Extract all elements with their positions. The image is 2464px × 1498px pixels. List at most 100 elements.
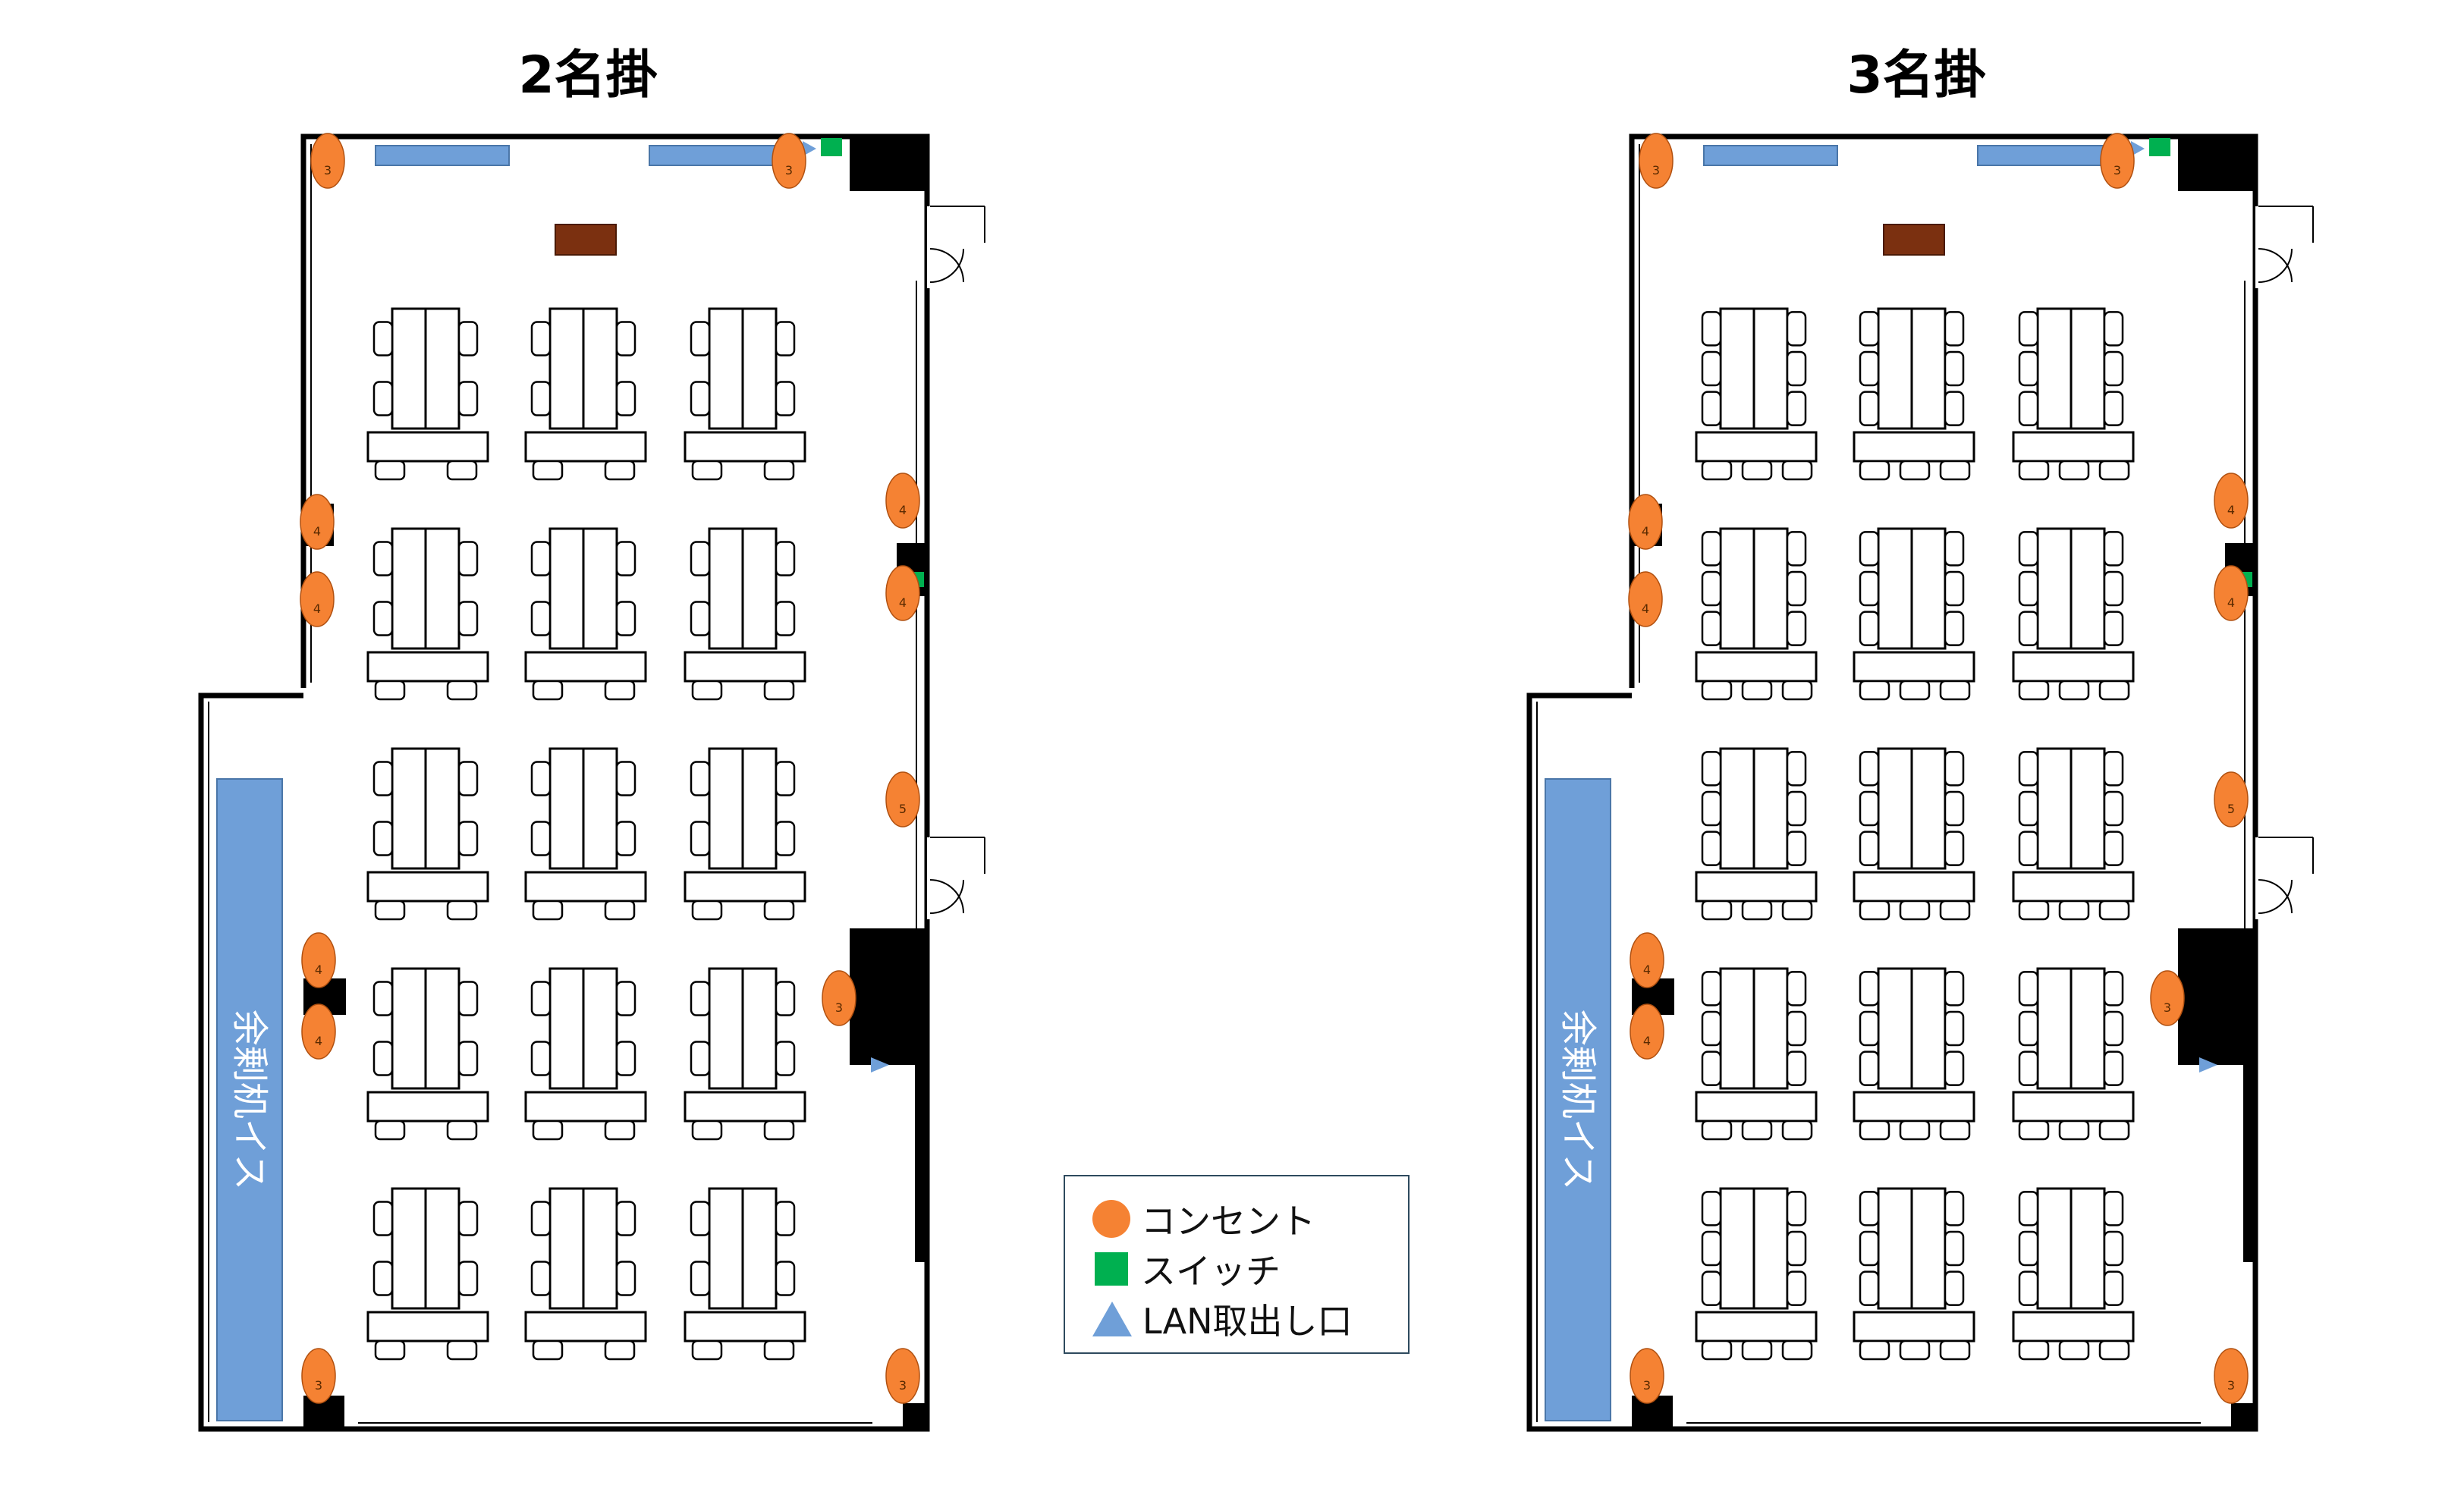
lectern xyxy=(1883,224,1945,256)
chair xyxy=(2103,971,2124,1007)
chair xyxy=(1899,1339,1931,1361)
chair xyxy=(1781,1120,1813,1141)
chair xyxy=(530,601,552,636)
chair xyxy=(1944,1191,1965,1226)
chair xyxy=(604,460,636,481)
outlet-marker: 3 xyxy=(310,133,345,189)
chair xyxy=(1944,751,1965,787)
outlet-label: 4 xyxy=(899,503,907,517)
outlet-icon xyxy=(2100,133,2135,189)
chair xyxy=(1701,311,1722,347)
chair xyxy=(775,981,796,1016)
switch-marker xyxy=(2149,138,2170,156)
chair xyxy=(1741,460,1773,481)
wall-segment xyxy=(915,1065,927,1262)
front-desk xyxy=(2012,651,2135,683)
chair xyxy=(1939,900,1971,921)
chair xyxy=(1944,790,1965,827)
legend-item-switch: スイッチ xyxy=(1092,1246,1281,1292)
front-desk xyxy=(2012,871,2135,903)
front-desk xyxy=(1695,1311,1818,1343)
outlet-label: 4 xyxy=(1643,1034,1651,1048)
outlet-label: 3 xyxy=(2227,1378,2235,1393)
outlet-marker: 4 xyxy=(301,932,336,988)
outlet-marker: 4 xyxy=(1630,1003,1664,1060)
outlet-marker: 4 xyxy=(885,473,920,529)
legend-label-switch: スイッチ xyxy=(1141,1251,1281,1292)
chair xyxy=(1859,1120,1890,1141)
outlet-icon xyxy=(885,1348,920,1404)
front-desk xyxy=(684,1091,806,1123)
chair xyxy=(1859,350,1880,387)
outlet-marker: 3 xyxy=(301,1348,336,1404)
outlet-icon xyxy=(310,133,345,189)
chair xyxy=(691,680,723,701)
outlet-icon xyxy=(1092,1200,1130,1238)
chair xyxy=(2018,1230,2039,1267)
outlet-icon xyxy=(2150,970,2185,1026)
chair xyxy=(372,321,394,356)
chair xyxy=(1701,391,1722,426)
chair xyxy=(775,761,796,796)
chair xyxy=(2103,570,2124,607)
outlet-icon xyxy=(885,771,920,828)
desk-group xyxy=(2012,1187,2135,1361)
chair xyxy=(2018,611,2039,646)
chair xyxy=(2018,391,2039,426)
chair xyxy=(1701,751,1722,787)
chair xyxy=(1786,1191,1807,1226)
chair xyxy=(374,680,406,701)
chair xyxy=(604,1120,636,1141)
chair xyxy=(1939,1120,1971,1141)
chair xyxy=(1786,1050,1807,1086)
chair xyxy=(1944,531,1965,567)
desk-group xyxy=(1695,967,1818,1141)
chair xyxy=(1786,1230,1807,1267)
chair xyxy=(1859,680,1890,701)
front-desk xyxy=(1695,651,1818,683)
chair xyxy=(2018,350,2039,387)
chair xyxy=(1781,680,1813,701)
chair xyxy=(615,1261,636,1296)
outlet-icon xyxy=(1628,494,1663,550)
outlet-icon xyxy=(1630,1348,1664,1404)
chair xyxy=(457,821,479,856)
chair xyxy=(457,761,479,796)
spare-area-label: 余剰机イス xyxy=(228,1010,271,1191)
outlet-marker: 4 xyxy=(2214,473,2249,529)
outlet-label: 3 xyxy=(2114,163,2121,177)
chair xyxy=(372,381,394,416)
chair xyxy=(457,1201,479,1236)
outlet-marker: 4 xyxy=(2214,565,2249,621)
outlet-label: 3 xyxy=(835,1000,843,1015)
outlet-icon xyxy=(885,473,920,529)
outlet-label: 4 xyxy=(2227,595,2235,610)
chair xyxy=(1859,1191,1880,1226)
door-swing xyxy=(929,248,964,283)
outlet-marker: 4 xyxy=(300,571,335,627)
chair xyxy=(604,900,636,921)
outlet-label: 4 xyxy=(315,1034,322,1048)
chair xyxy=(2058,460,2090,481)
chair xyxy=(532,900,564,921)
desk-group xyxy=(366,1187,489,1361)
chair xyxy=(1701,1191,1722,1226)
chair xyxy=(446,900,478,921)
chair xyxy=(446,1339,478,1361)
door-gap xyxy=(2255,837,2258,919)
chair xyxy=(1859,831,1880,866)
chair xyxy=(446,680,478,701)
chair xyxy=(691,1120,723,1141)
outlet-icon xyxy=(1639,133,1674,189)
outlet-marker: 3 xyxy=(822,970,856,1026)
desk-group xyxy=(1695,1187,1818,1361)
window-panel xyxy=(1703,145,1838,166)
chair xyxy=(615,761,636,796)
chair xyxy=(690,821,711,856)
chair xyxy=(2103,1230,2124,1267)
door-swing xyxy=(2258,879,2293,914)
chair xyxy=(2018,1339,2050,1361)
chair xyxy=(1781,1339,1813,1361)
outlet-label: 5 xyxy=(2227,802,2235,816)
outlet-icon xyxy=(772,133,806,189)
